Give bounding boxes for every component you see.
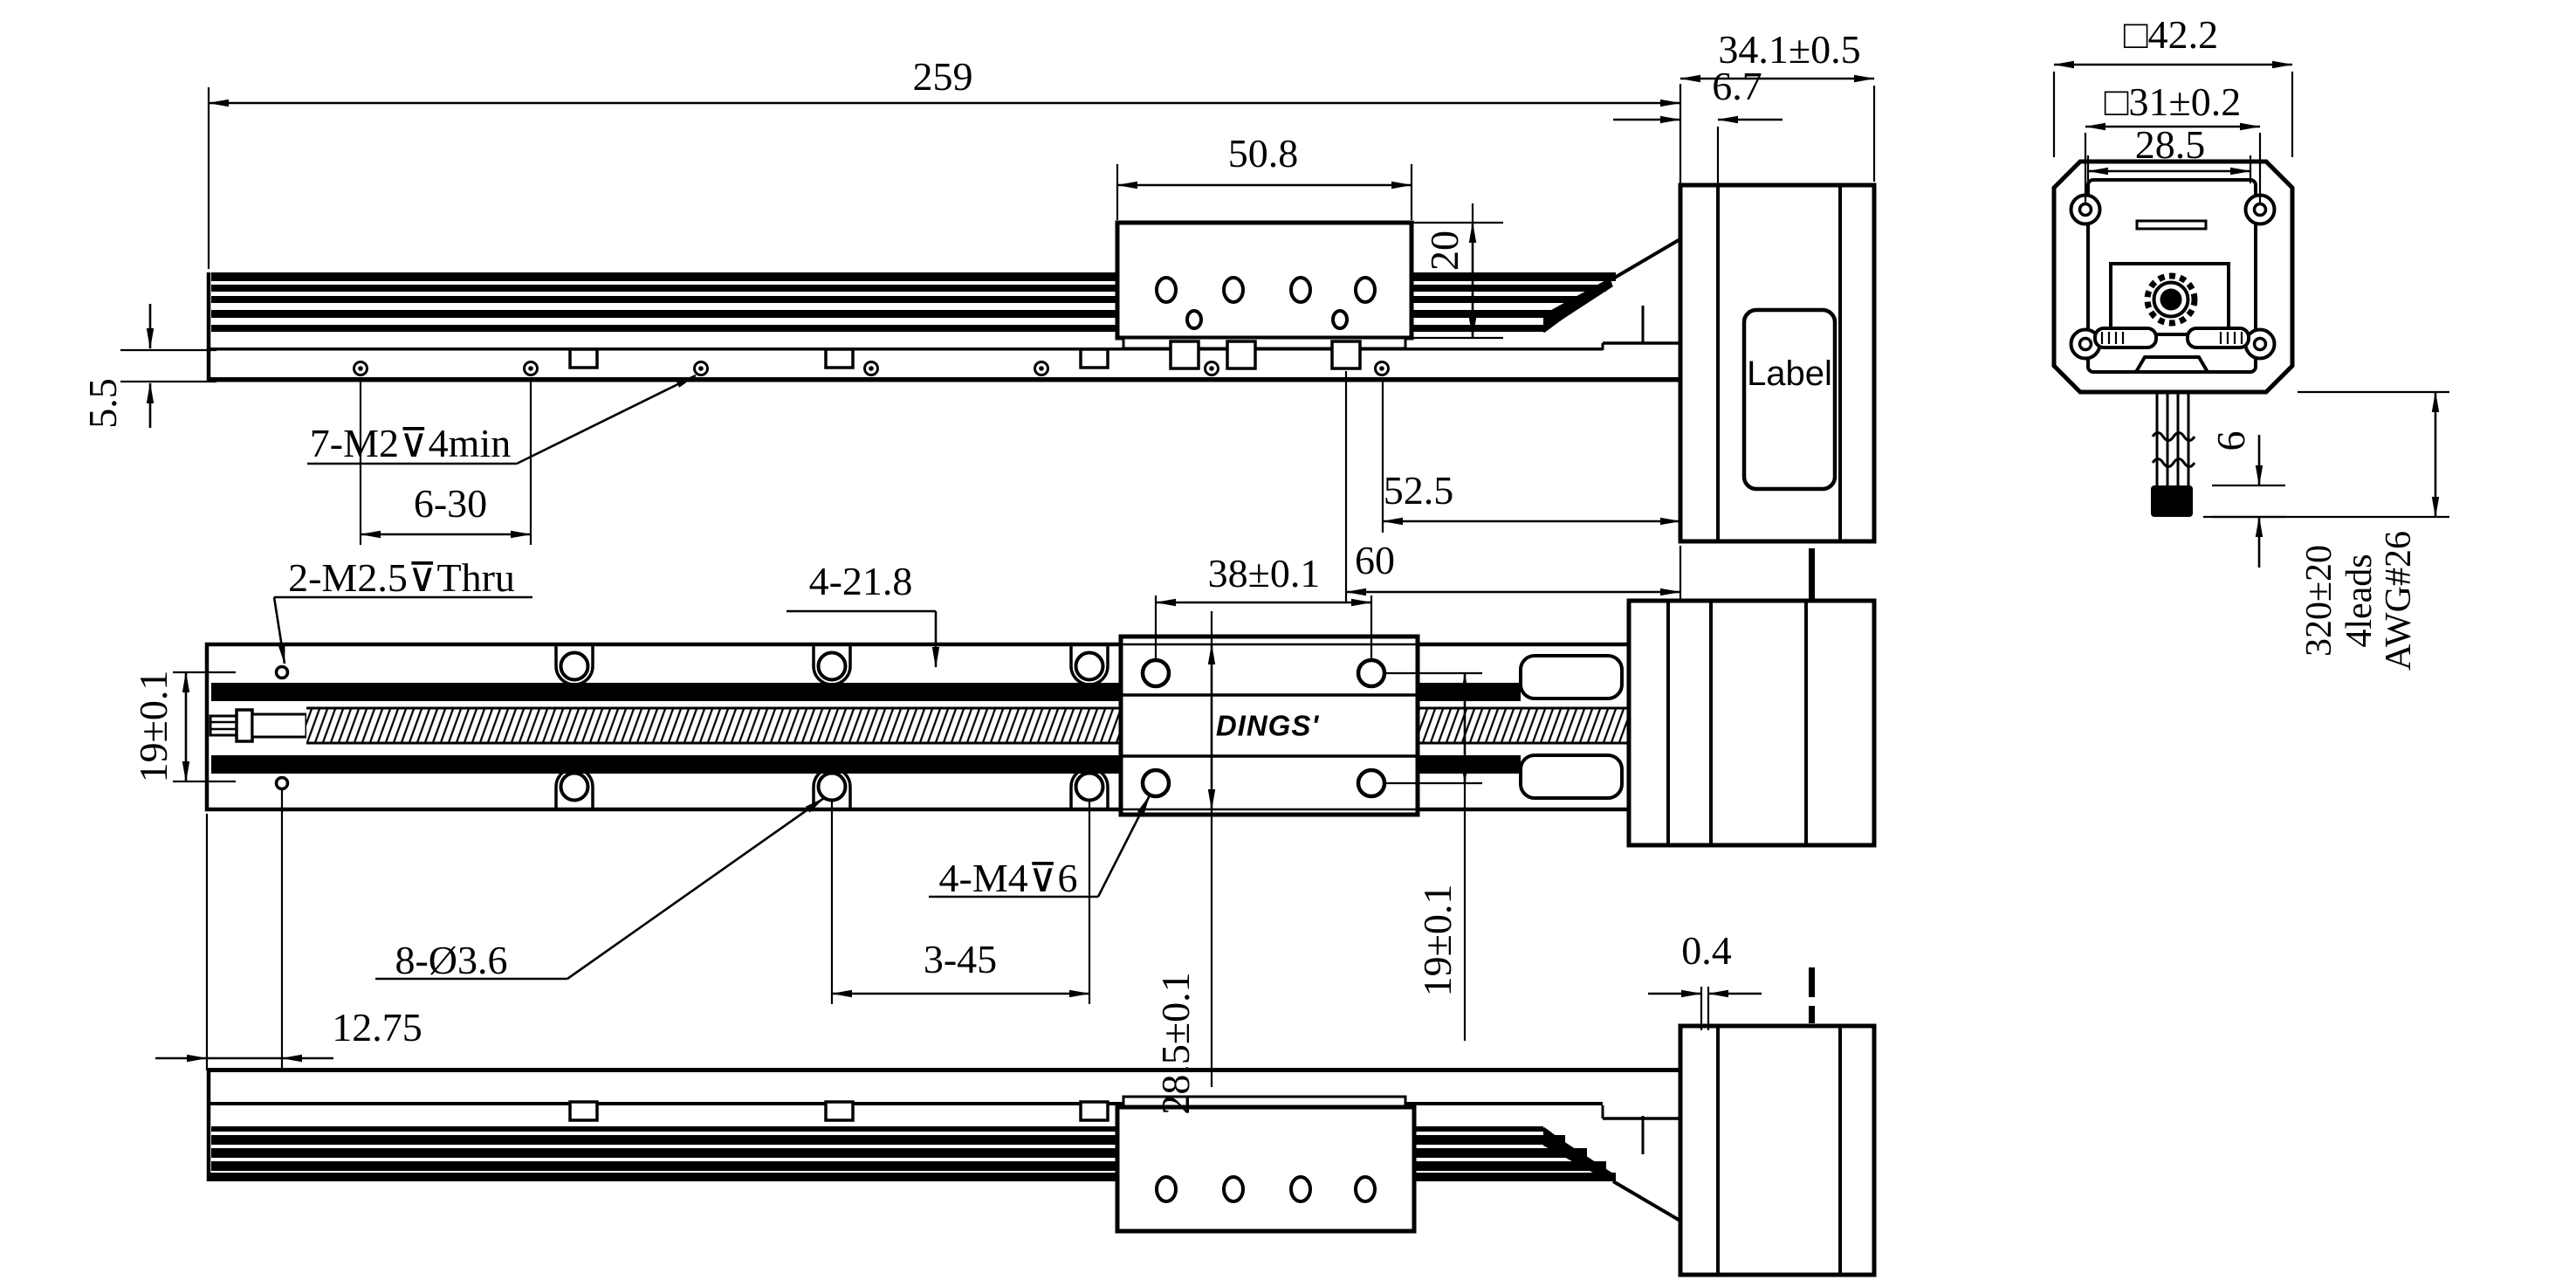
callout-tapped-holes: 7-M2⊽4min: [309, 421, 512, 465]
motor-label: Label: [1747, 354, 1832, 393]
label-cable-leads: 4leads: [2339, 554, 2380, 648]
dim-cable-end: 6: [2208, 430, 2253, 451]
dim-rail-hole-rows: 19±0.1: [131, 670, 175, 783]
dim-end-distance-hole: 52.5: [1383, 468, 1454, 513]
dim-end-distance-slot: 60: [1355, 538, 1395, 582]
dim-mount-pitch: □31±0.2: [2104, 79, 2242, 124]
dim-hole-pattern-pitch: 6-30: [413, 481, 488, 526]
dim-cable-length: 320±20: [2299, 544, 2339, 657]
dim-carriage-width: 28.5±0.1: [1153, 972, 1198, 1115]
dim-edge-offset: 12.75: [332, 1005, 422, 1050]
dim-counterbore-pitch: 3-45: [923, 937, 998, 981]
label-cable-gauge: AWG#26: [2379, 531, 2419, 671]
front-view: [2051, 60, 2449, 568]
dim-body-size: □42.2: [2123, 12, 2219, 57]
dim-motor-gap: 0.4: [1681, 928, 1732, 973]
dim-carriage-height: 20: [1422, 231, 1467, 271]
top-view: [120, 74, 1877, 775]
carriage-logo: DINGS': [1215, 709, 1320, 742]
dim-motor-depth: 34.1±0.5: [1718, 27, 1861, 72]
callout-counterbore-holes: 8-Ø3.6: [395, 938, 508, 982]
dim-flange-thickness: 6.7: [1712, 64, 1762, 108]
dim-pilot-width: 28.5: [2134, 122, 2206, 167]
dim-carriage-length: 50.8: [1227, 131, 1299, 176]
dim-carriage-hole-rows: 19±0.1: [1415, 884, 1460, 997]
callout-carriage-taps: 4-M4⊽6: [938, 856, 1078, 900]
bottom-view: [206, 967, 1877, 1277]
dim-overall-length: 259: [912, 54, 973, 99]
dim-base-height: 5.5: [80, 378, 125, 429]
dim-carriage-hole-span: 38±0.1: [1207, 551, 1321, 595]
dim-slot-position: 4-21.8: [808, 559, 913, 603]
callout-thru-holes: 2-M2.5⊽Thru: [288, 555, 515, 600]
plan-view: [155, 595, 1877, 1087]
